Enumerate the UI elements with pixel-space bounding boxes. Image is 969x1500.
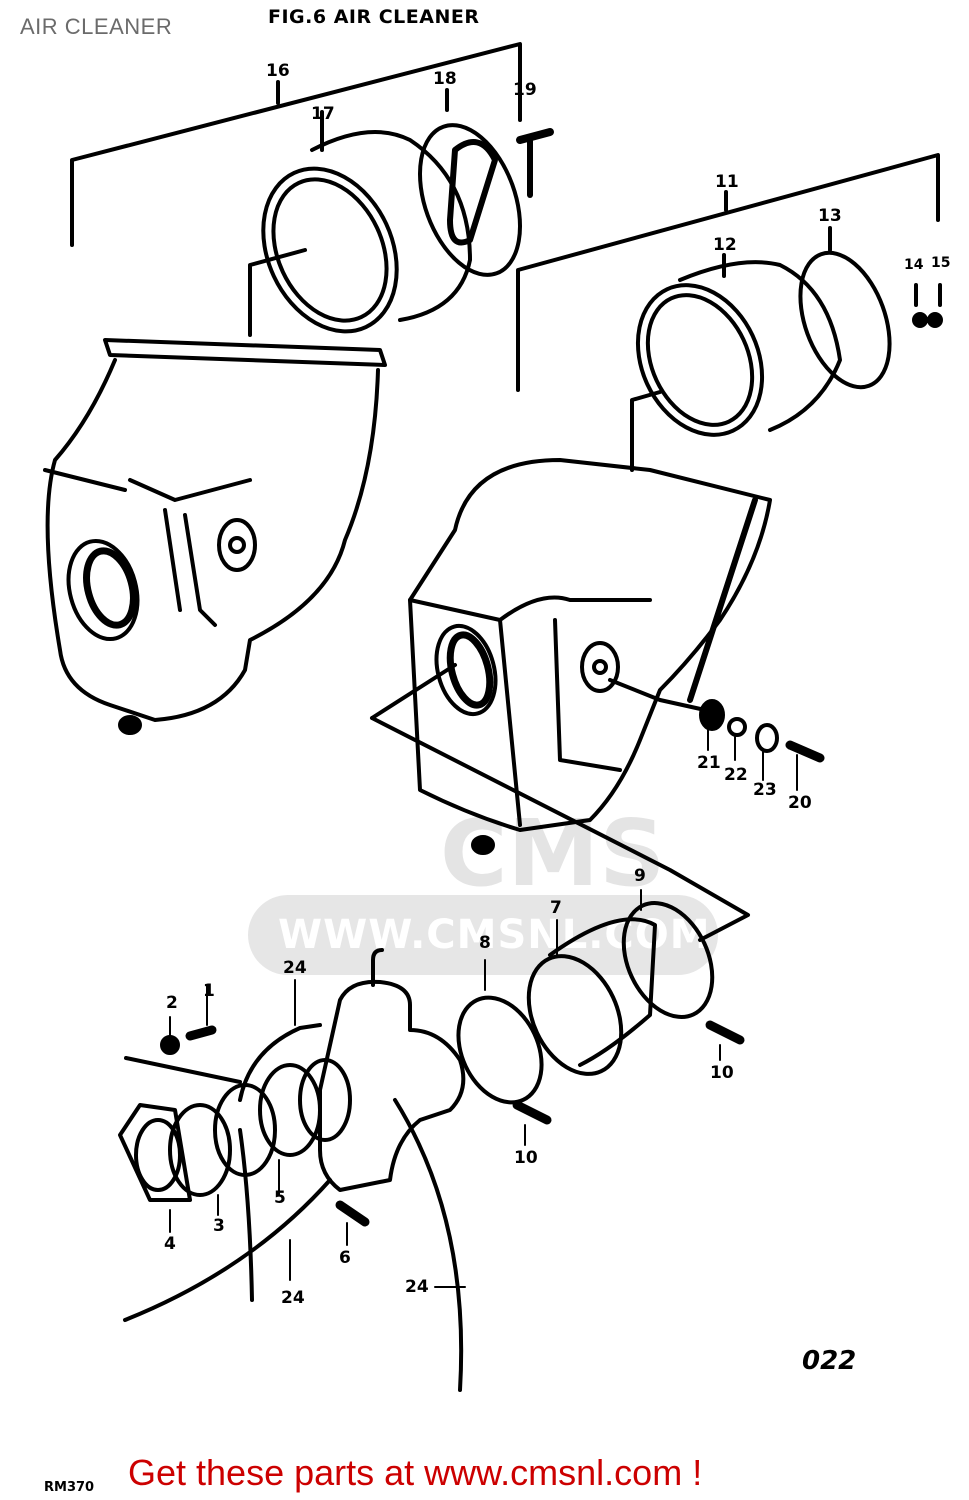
callout-20[interactable]: 20	[788, 793, 812, 813]
callout-10-right[interactable]: 10	[710, 1063, 734, 1083]
callout-19[interactable]: 19	[513, 80, 537, 100]
callout-23[interactable]: 23	[753, 780, 777, 800]
callout-12[interactable]: 12	[713, 235, 737, 255]
callout-11[interactable]: 11	[715, 172, 739, 192]
callout-24-bottom[interactable]: 24	[281, 1288, 305, 1308]
callout-8[interactable]: 8	[479, 933, 491, 953]
page-title: AIR CLEANER	[20, 14, 173, 39]
cmsnl-link[interactable]: Get these parts at www.cmsnl.com !	[128, 1452, 703, 1493]
callout-7[interactable]: 7	[550, 898, 562, 918]
page-code: 022	[802, 1346, 857, 1376]
callout-3[interactable]: 3	[213, 1216, 225, 1236]
callout-2[interactable]: 2	[166, 993, 178, 1013]
callout-21[interactable]: 21	[697, 753, 721, 773]
callout-15[interactable]: 15	[931, 255, 951, 271]
callout-24-top[interactable]: 24	[283, 958, 307, 978]
callout-13[interactable]: 13	[818, 206, 842, 226]
callout-14[interactable]: 14	[904, 257, 924, 273]
callout-1[interactable]: 1	[203, 981, 215, 1001]
callout-22[interactable]: 22	[724, 765, 748, 785]
figure-title: FIG.6 AIR CLEANER	[268, 6, 480, 28]
callout-9[interactable]: 9	[634, 866, 646, 886]
callout-4[interactable]: 4	[164, 1234, 176, 1254]
footer-doc-code: RM370	[44, 1480, 95, 1495]
callout-17[interactable]: 17	[311, 104, 335, 124]
callout-18[interactable]: 18	[433, 69, 457, 89]
callout-5[interactable]: 5	[274, 1188, 286, 1208]
callout-16[interactable]: 16	[266, 61, 290, 81]
callout-10-left[interactable]: 10	[514, 1148, 538, 1168]
callout-24-right[interactable]: 24	[405, 1277, 429, 1297]
callout-6[interactable]: 6	[339, 1248, 351, 1268]
